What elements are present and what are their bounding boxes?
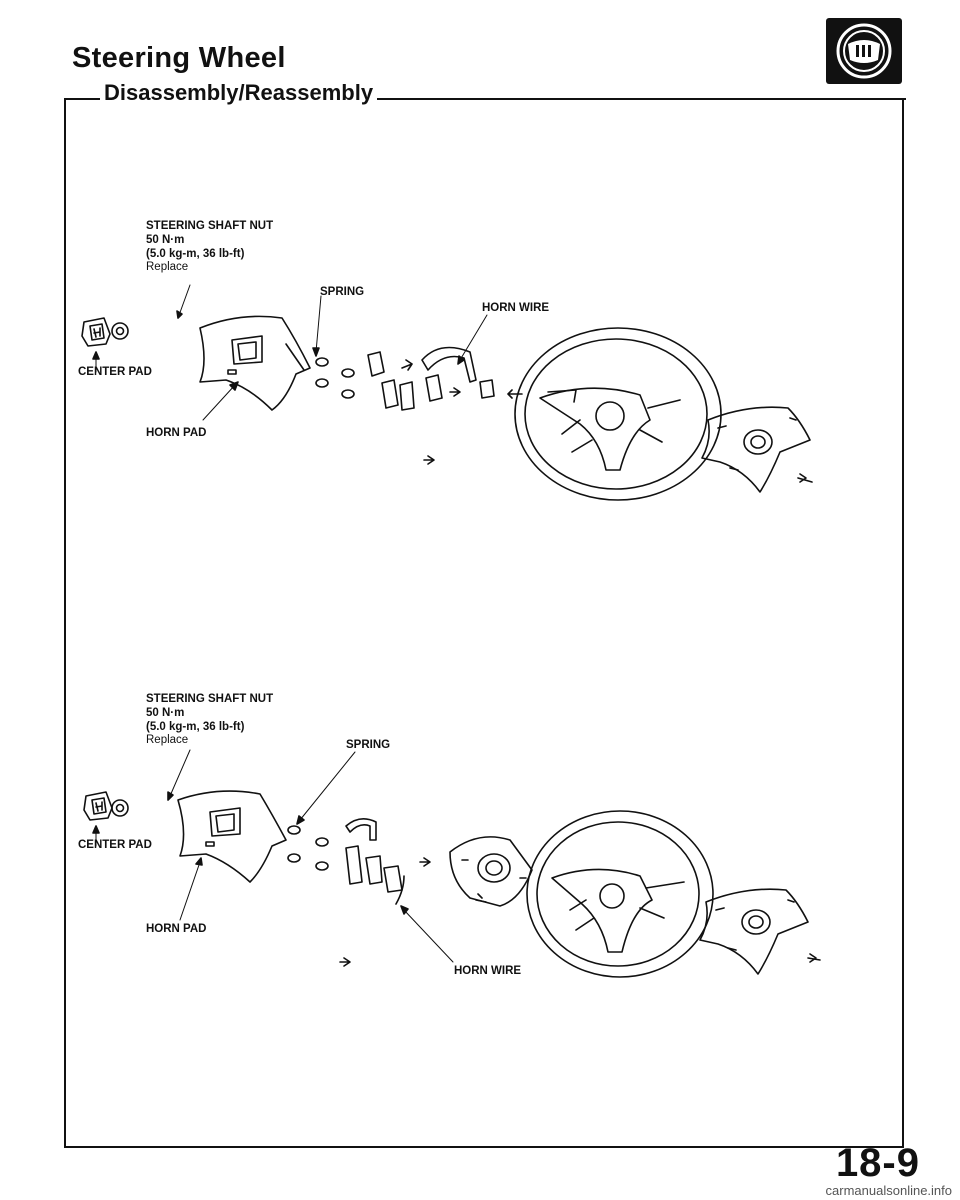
steering-wheel-top: [514, 327, 722, 501]
center-pad-label-top: CENTER PAD: [78, 366, 152, 378]
horn-pad-bottom: [177, 790, 287, 883]
horn-contact-bottom: [345, 818, 487, 905]
center-pad-top: [81, 317, 111, 347]
horn-wire-label-bottom: HORN WIRE: [454, 965, 521, 977]
springs-top: [312, 295, 355, 399]
horn-pad-label-bottom: HORN PAD: [146, 923, 206, 935]
springs-bottom: [287, 751, 356, 871]
horn-contact-top: [367, 346, 523, 411]
rear-cover-bottom: [699, 888, 821, 975]
center-pad-label-bottom: CENTER PAD: [78, 839, 152, 851]
horn-pad-top: [199, 315, 311, 411]
watermark: carmanualsonline.info: [825, 1183, 952, 1198]
steering-shaft-nut-bottom: [111, 799, 129, 817]
title-rule: [64, 98, 906, 100]
diagram-frame: [64, 98, 904, 1148]
horn-pad-label-top: HORN PAD: [146, 427, 206, 439]
horn-wire-label-top: HORN WIRE: [482, 302, 549, 314]
rear-cover-top: [701, 406, 813, 493]
nut-torque-alt-top: (5.0 kg-m, 36 lb-ft): [146, 248, 245, 260]
center-pad-bottom: [83, 791, 113, 821]
nut-torque-bottom: 50 N·m: [146, 707, 184, 719]
nut-note-bottom: Replace: [146, 734, 188, 746]
nut-note-top: Replace: [146, 261, 188, 273]
nut-torque-alt-bottom: (5.0 kg-m, 36 lb-ft): [146, 721, 245, 733]
nut-torque-top: 50 N·m: [146, 234, 184, 246]
steering-wheel-icon: [826, 18, 902, 84]
spring-label-bottom: SPRING: [346, 739, 390, 751]
section-title: Disassembly/Reassembly: [100, 80, 378, 106]
steering-wheel-bottom: [526, 810, 714, 978]
steering-shaft-nut-top: [111, 322, 129, 340]
spring-label-top: SPRING: [320, 286, 364, 298]
nut-label-top: STEERING SHAFT NUT: [146, 220, 273, 232]
page-number: 18-9: [835, 1141, 920, 1185]
page-title: Steering Wheel: [72, 42, 286, 74]
horn-contact-hub-bottom: [449, 836, 533, 907]
nut-label-bottom: STEERING SHAFT NUT: [146, 693, 273, 705]
